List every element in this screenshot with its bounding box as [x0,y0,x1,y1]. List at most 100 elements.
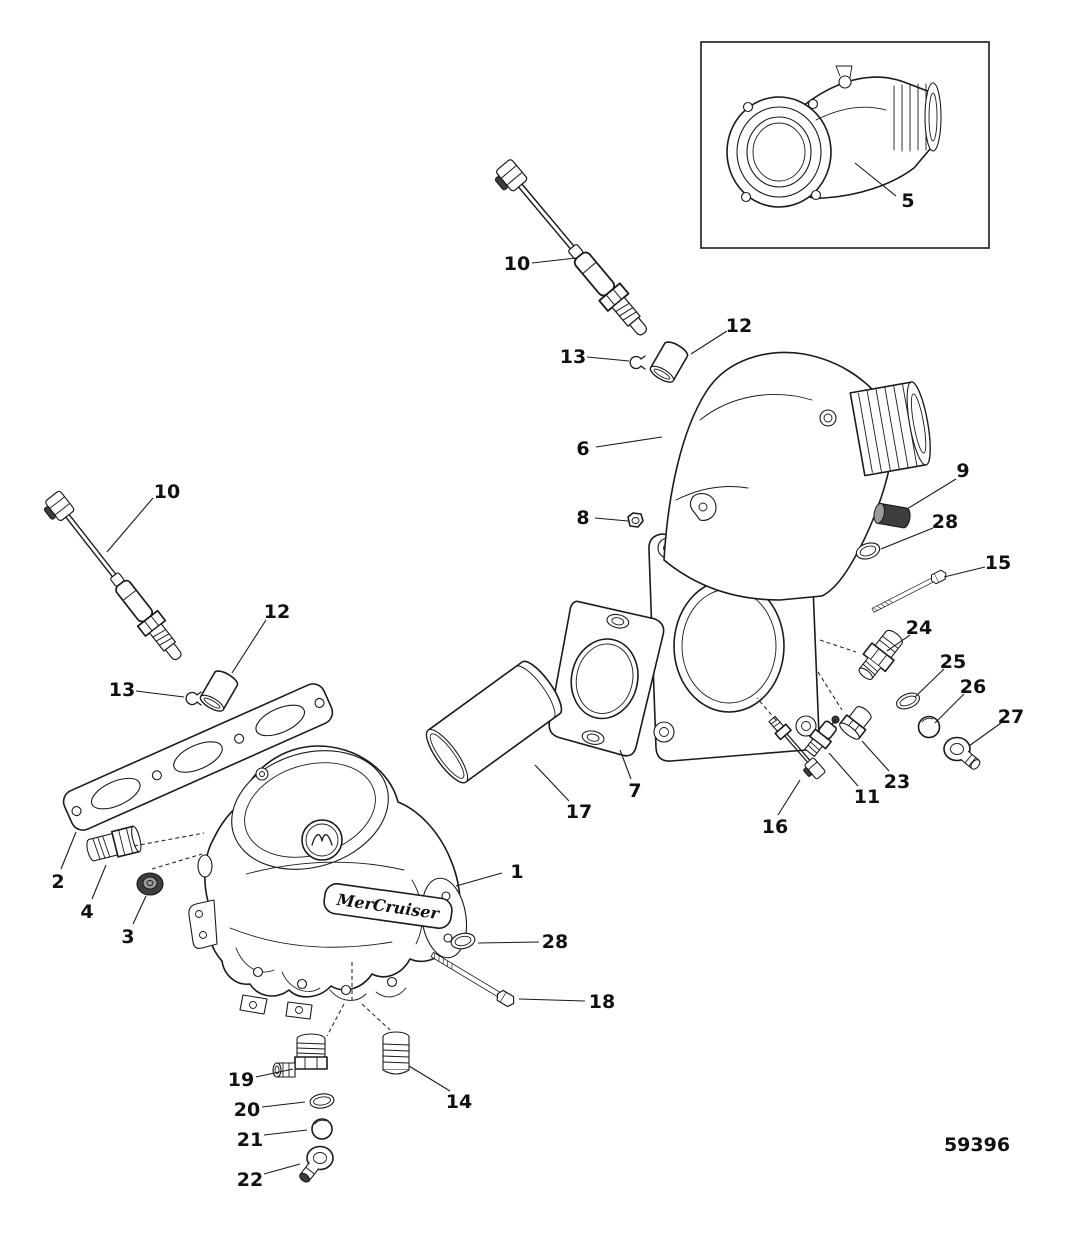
callout-8: 8 [576,507,629,529]
callout-number: 15 [985,552,1011,574]
o-ring-20 [308,1091,336,1111]
o2-sensor-top [490,155,656,345]
callout-leader-line [619,749,632,780]
callout-10: 10 [504,253,577,275]
callout-23: 23 [861,740,910,793]
callout-28: 28 [880,511,958,550]
callout-22: 22 [237,1163,301,1191]
elbow-fitting-27 [943,736,981,770]
callout-17: 17 [534,764,592,823]
sleeve-top [647,338,691,386]
fitting-14 [382,1031,410,1075]
callout-leader-line [777,779,801,816]
brand-medallion [301,819,343,861]
callout-number: 18 [589,991,615,1013]
brand-logo: MerCruiser [323,882,453,930]
callout-leader-line [943,566,986,578]
callout-24: 24 [886,617,932,652]
callout-number: 20 [234,1099,260,1121]
pipe-plug-9 [873,502,911,529]
callout-5: 5 [854,162,915,212]
gasket-7 [548,600,665,757]
callout-leader-line [690,330,728,355]
callout-leader-line [263,1163,301,1175]
callout-9: 9 [906,460,970,510]
callout-number: 28 [932,511,958,533]
callout-number: 27 [998,706,1024,728]
callout-number: 9 [956,460,969,482]
callout-leader-line [91,864,107,900]
callout-leader-line [586,356,630,362]
callout-leader-line [828,752,859,787]
callout-leader-line [132,895,147,925]
callout-10: 10 [106,481,180,553]
assembly-dashed-lines [133,639,857,1037]
manifold-gasket-2 [62,683,334,831]
plug-3 [136,872,164,896]
callout-20: 20 [234,1099,306,1121]
callout-number: 25 [940,651,966,673]
callout-4: 4 [80,864,107,923]
o-ring-25 [893,689,923,713]
flange-nut-8 [627,512,644,528]
retainer-clip-left [185,691,202,706]
plug-23 [839,706,872,740]
inset-exhaust-elbow [726,65,942,208]
callout-27: 27 [968,706,1024,747]
callout-leader-line [135,690,185,698]
callout-leader-line [861,740,890,772]
callout-13: 13 [109,679,185,701]
callout-leader-line [880,527,934,550]
callout-26: 26 [934,676,986,724]
elbow-fitting-22 [299,1145,334,1183]
callout-7: 7 [619,749,642,802]
callout-leader-line [914,668,945,698]
callout-leader-line [255,1068,294,1078]
callout-number: 3 [121,926,134,948]
hex-bolt-15 [870,568,949,616]
exhaust-manifold: MerCruiser [188,745,468,1020]
callout-leader-line [477,941,540,944]
callout-number: 13 [109,679,135,701]
callout-leader-line [534,764,570,802]
exhaust-elbow [648,351,931,762]
callout-leader-line [906,478,957,510]
callout-number: 16 [762,816,788,838]
callout-leader-line [518,998,586,1002]
callout-number: 19 [228,1069,254,1091]
callout-number: 6 [576,438,589,460]
callout-19: 19 [228,1068,294,1091]
callout-3: 3 [121,895,147,948]
callout-number: 2 [51,871,64,893]
callout-16: 16 [762,779,801,838]
callout-layer: 5101213689281524252627231116717101213243… [51,162,1024,1191]
callout-leader-line [854,162,897,197]
callout-number: 13 [560,346,586,368]
callout-number: 24 [906,617,932,639]
callout-15: 15 [943,552,1011,578]
callout-number: 28 [542,931,568,953]
callout-number: 10 [504,253,530,275]
callout-number: 5 [901,190,914,212]
callout-leader-line [886,634,911,652]
sleeve-left [197,667,241,715]
callout-number: 7 [628,780,641,802]
callout-leader-line [408,1065,451,1092]
callout-12: 12 [231,601,290,674]
callout-number: 14 [446,1091,472,1113]
callout-13: 13 [560,346,630,368]
callout-number: 22 [237,1169,263,1191]
callout-leader-line [261,1101,306,1108]
ball-26 [917,715,941,739]
callout-number: 1 [510,861,523,883]
fitting-4 [86,825,142,862]
callout-1: 1 [455,861,524,887]
ball-21 [311,1118,333,1140]
callout-number: 11 [854,786,880,808]
callout-number: 21 [237,1129,263,1151]
callout-25: 25 [914,651,966,698]
callout-leader-line [263,1129,308,1136]
fitting-24 [858,629,903,680]
